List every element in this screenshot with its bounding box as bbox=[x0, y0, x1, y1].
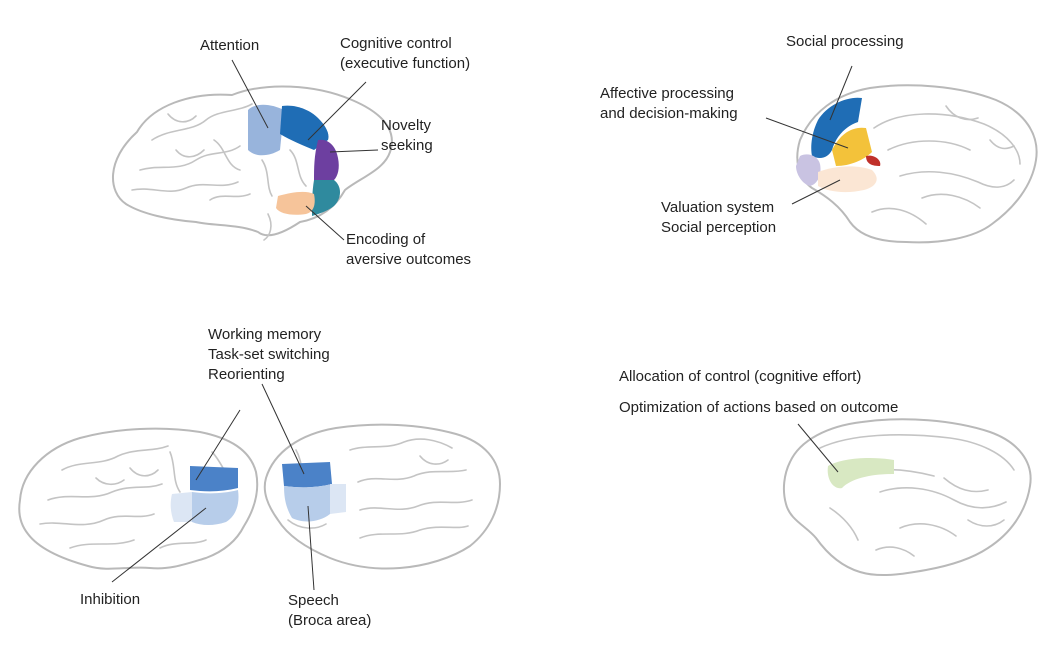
label-cognitive-control: Cognitive control (executive function) bbox=[340, 34, 470, 74]
leader-valuation bbox=[791, 179, 841, 205]
region-inhibition-left-light bbox=[170, 492, 192, 522]
label-social-processing-text: Social processing bbox=[786, 33, 904, 50]
label-speech-line2: (Broca area) bbox=[288, 612, 372, 629]
label-aversive-line2: aversive outcomes bbox=[346, 251, 472, 268]
label-allocation-text: Allocation of control (cognitive effort) bbox=[619, 368, 862, 385]
region-working-memory-right bbox=[282, 462, 332, 488]
region-teal bbox=[312, 180, 340, 216]
region-inhibition-right bbox=[284, 484, 332, 522]
label-working-memory-line3: Reorienting bbox=[208, 366, 285, 383]
brain-bottom-left-left bbox=[18, 427, 259, 570]
region-attention bbox=[248, 104, 284, 156]
label-inhibition: Inhibition bbox=[80, 590, 140, 610]
region-allocation bbox=[827, 458, 894, 489]
leader-allocation bbox=[797, 423, 839, 473]
brain-top-right bbox=[765, 65, 1038, 244]
region-aversive bbox=[276, 191, 315, 215]
region-cognitive-control bbox=[280, 105, 329, 150]
label-aversive: Encoding of aversive outcomes bbox=[346, 230, 471, 270]
label-affective: Affective processing and decision-making bbox=[600, 84, 738, 124]
region-inhibition-left bbox=[192, 490, 239, 525]
label-cognitive-control-line2: (executive function) bbox=[340, 55, 471, 72]
leader-aversive bbox=[305, 205, 345, 241]
label-valuation-line2: Social perception bbox=[661, 219, 777, 236]
label-social-processing: Social processing bbox=[786, 32, 904, 52]
leader-inhibition bbox=[111, 507, 207, 583]
region-affective bbox=[832, 127, 872, 166]
brain-bottom-right-outline bbox=[782, 418, 1032, 577]
label-novelty-line2: seeking bbox=[381, 137, 433, 154]
region-lavender bbox=[796, 154, 821, 186]
region-novelty bbox=[314, 139, 339, 180]
region-inhibition-right-light bbox=[330, 484, 346, 514]
brain-bottom-left-right bbox=[111, 383, 501, 591]
leader-cognitive-control bbox=[307, 81, 367, 141]
leader-working-memory-right bbox=[261, 383, 305, 475]
label-working-memory: Working memory Task-set switching Reorie… bbox=[208, 325, 330, 385]
brain-top-right-outline bbox=[796, 84, 1038, 244]
region-valuation bbox=[818, 166, 877, 193]
label-affective-line1: Affective processing bbox=[600, 85, 734, 102]
label-inhibition-text: Inhibition bbox=[80, 591, 141, 608]
label-valuation-line1: Valuation system bbox=[661, 199, 775, 216]
label-aversive-line1: Encoding of bbox=[346, 231, 426, 248]
label-affective-line2: and decision-making bbox=[600, 105, 738, 122]
brain-bottom-left-left-outline bbox=[18, 427, 259, 570]
label-novelty-line1: Novelty bbox=[381, 117, 432, 134]
leader-affective bbox=[765, 117, 849, 149]
leader-working-memory-left bbox=[195, 409, 241, 481]
region-working-memory-left bbox=[190, 466, 238, 492]
brain-bottom-right bbox=[782, 418, 1032, 577]
label-attention-text: Attention bbox=[200, 37, 260, 54]
region-social-processing bbox=[811, 97, 862, 158]
label-attention: Attention bbox=[200, 36, 259, 56]
label-allocation: Allocation of control (cognitive effort) bbox=[619, 367, 861, 387]
label-working-memory-line2: Task-set switching bbox=[208, 346, 330, 363]
label-optimization-text: Optimization of actions based on outcome bbox=[619, 399, 899, 416]
label-valuation: Valuation system Social perception bbox=[661, 198, 776, 238]
brain-bottom-left-right-outline bbox=[263, 423, 501, 570]
leader-speech bbox=[307, 505, 315, 591]
label-novelty: Novelty seeking bbox=[381, 116, 433, 156]
label-working-memory-line1: Working memory bbox=[208, 326, 322, 343]
label-optimization: Optimization of actions based on outcome bbox=[619, 398, 898, 418]
leader-social bbox=[829, 65, 853, 121]
label-cognitive-control-line1: Cognitive control bbox=[340, 35, 452, 52]
brain-top-left bbox=[112, 59, 393, 241]
region-affective-red bbox=[866, 155, 881, 166]
leader-novelty bbox=[329, 149, 379, 153]
leader-attention bbox=[231, 59, 269, 129]
label-speech-line1: Speech bbox=[288, 592, 339, 609]
label-speech: Speech (Broca area) bbox=[288, 591, 371, 631]
